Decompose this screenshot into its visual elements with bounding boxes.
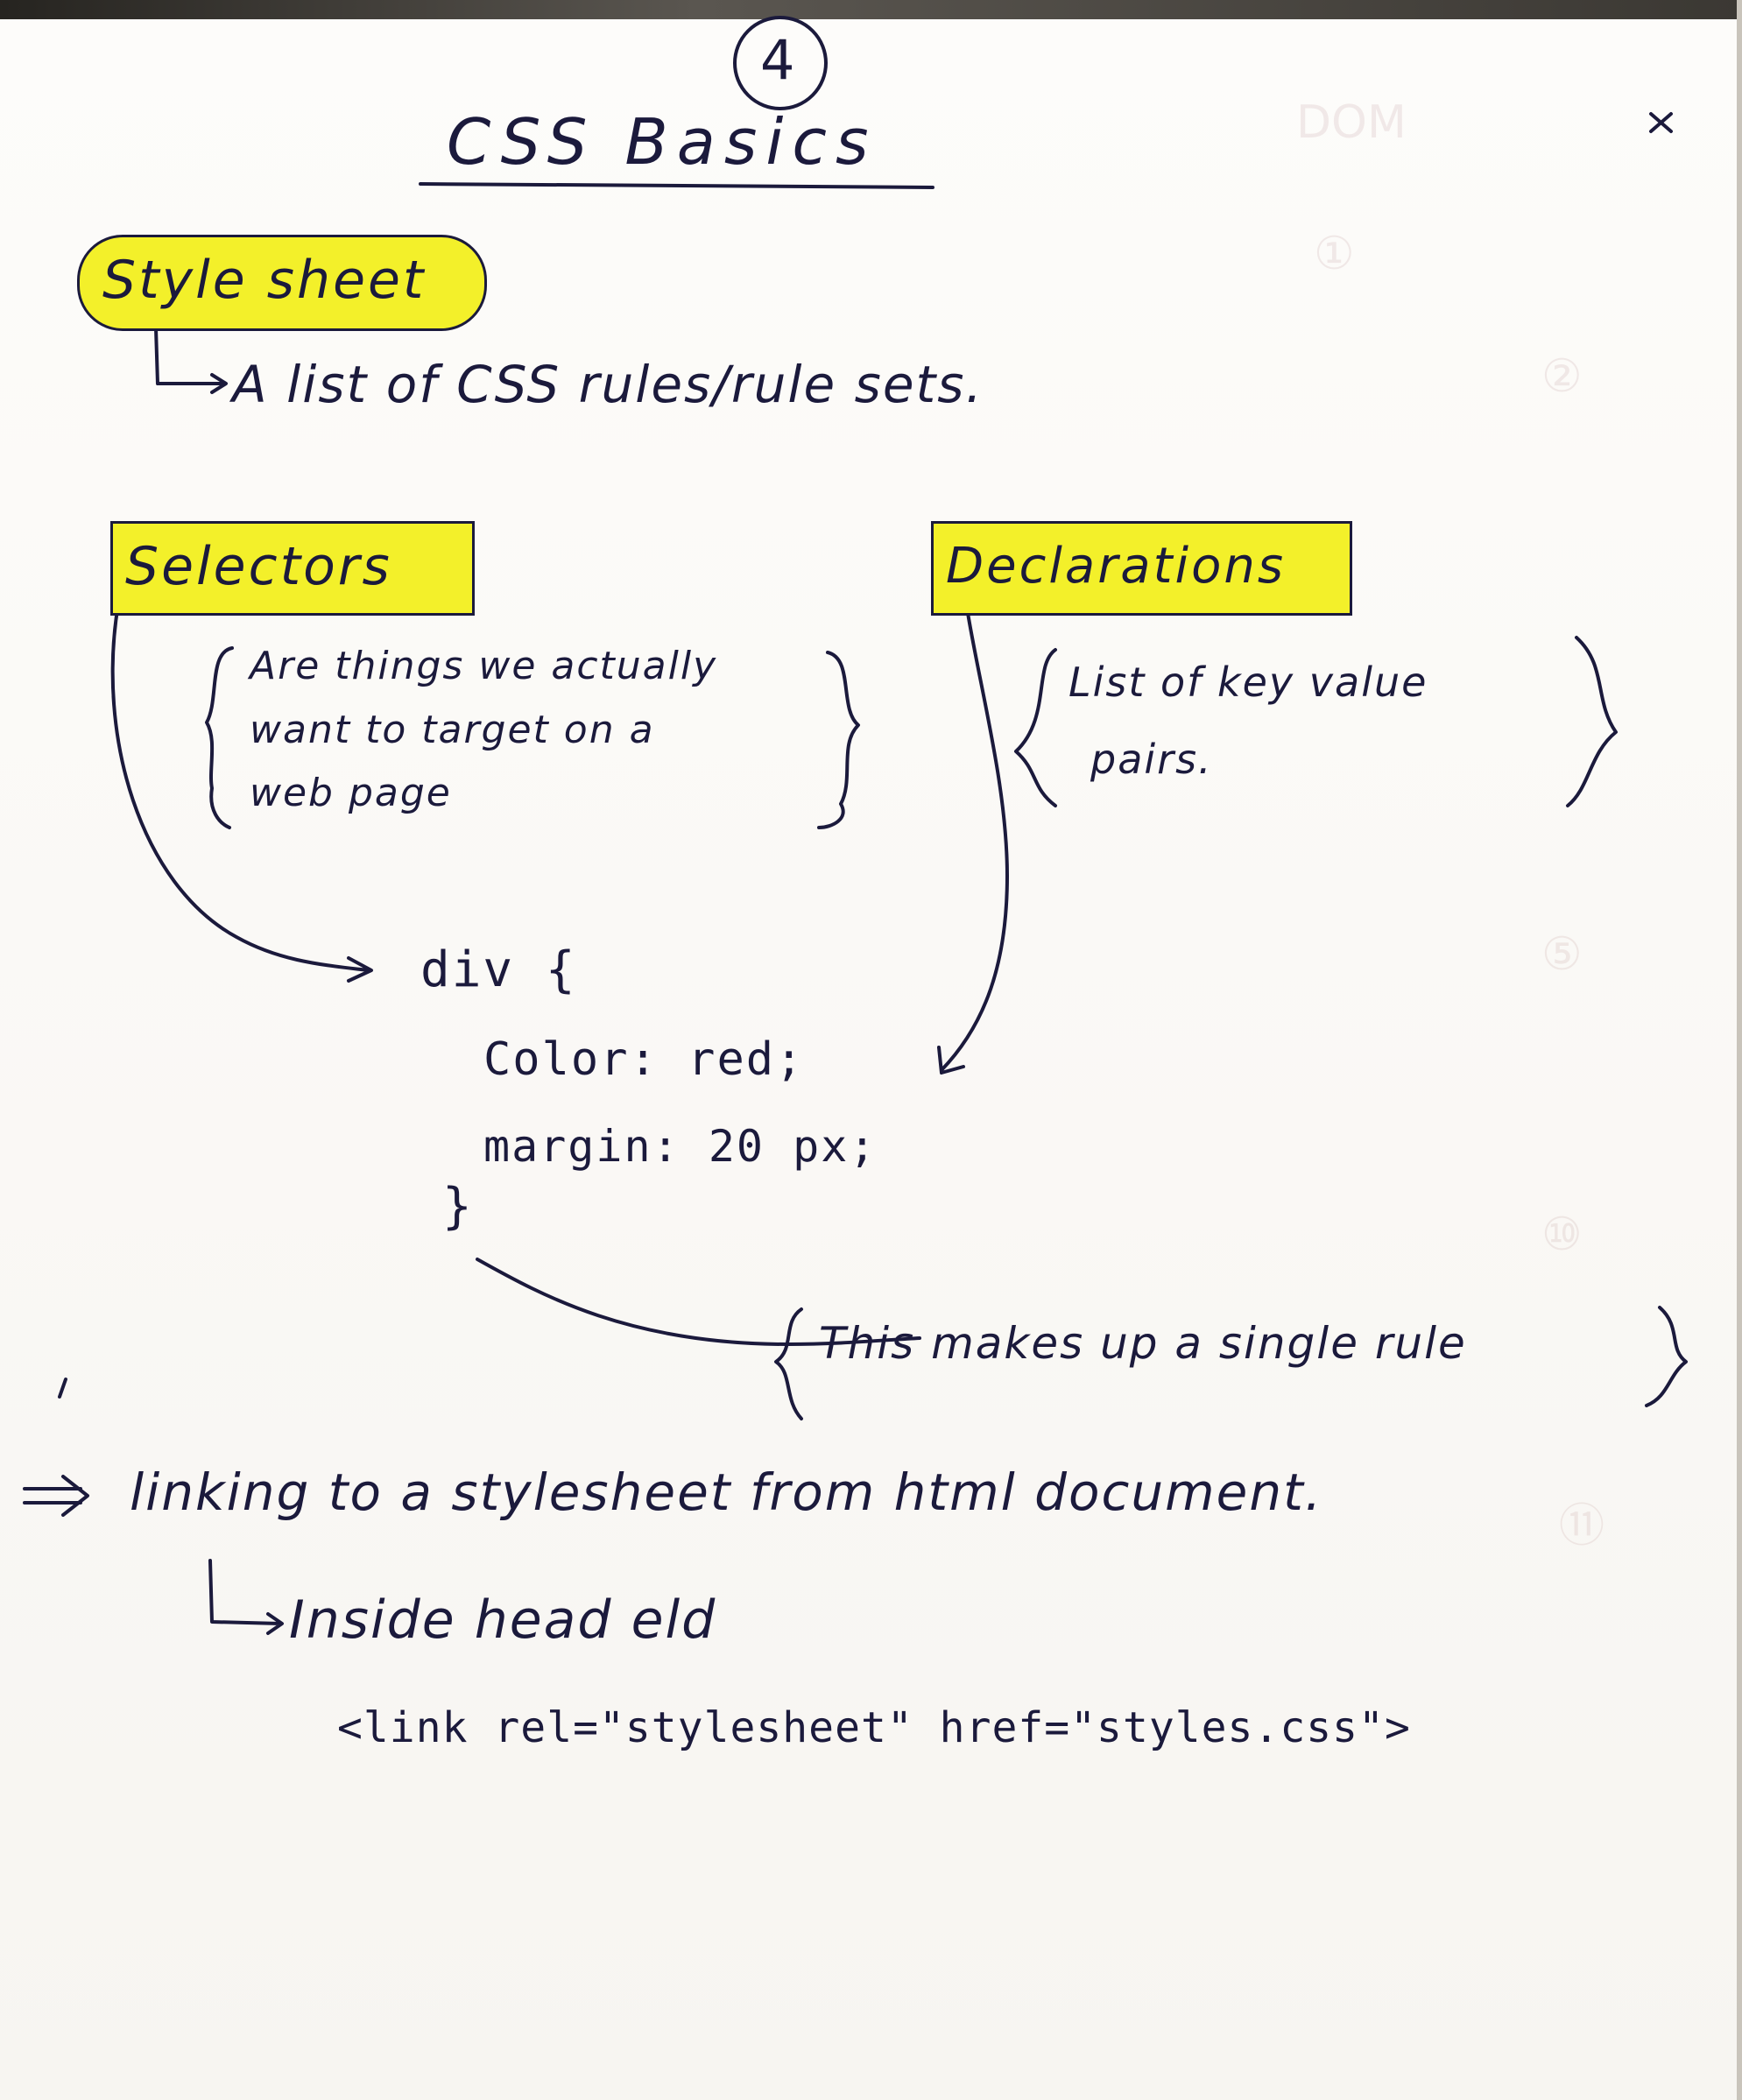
selectors-to-rule-arrow: [110, 603, 373, 983]
stylesheet-term: Style sheet: [102, 250, 427, 311]
implies-arrow: [23, 1475, 89, 1517]
note-right-brace: [1645, 1306, 1688, 1407]
note-left-brace: [774, 1307, 803, 1420]
rule-declaration-line: margin: 20 px;: [483, 1121, 878, 1172]
bleed-through-text: ⑪: [1559, 1500, 1605, 1553]
declarations-term: Declarations: [946, 538, 1287, 595]
selectors-description-line: want to target on a: [250, 708, 655, 752]
page-number-circle: [733, 16, 828, 110]
rule-selector-line: div {: [420, 941, 577, 998]
stylesheet-definition-arrow: [154, 327, 228, 394]
linking-placement: Inside head eld: [289, 1589, 717, 1651]
bleed-through-text: ⑩: [1541, 1209, 1583, 1261]
selectors-description-line: web page: [250, 771, 452, 815]
linking-code: <link rel="stylesheet" href="styles.css"…: [337, 1703, 1411, 1752]
title-underline: [419, 182, 934, 189]
stylesheet-highlight: Style sheet: [77, 235, 487, 331]
selectors-description-line: Are things we actually: [250, 644, 718, 688]
declarations-left-brace: [1014, 648, 1057, 807]
rule-closing-brace: }: [442, 1178, 474, 1235]
selectors-highlight: Selectors: [110, 521, 475, 616]
bleed-through-text: ②: [1541, 350, 1583, 403]
stylesheet-definition: A list of CSS rules/rule sets.: [232, 355, 984, 414]
linking-heading: linking to a stylesheet from html docume…: [130, 1462, 1323, 1522]
declarations-right-brace: [1566, 636, 1618, 807]
bleed-through-text: ①: [1314, 228, 1355, 280]
selectors-left-brace: [205, 646, 234, 829]
rule-to-note-arrow: [476, 1258, 921, 1346]
selectors-term: Selectors: [125, 536, 392, 597]
placement-arrow: [208, 1559, 284, 1635]
stray-mark: [58, 1378, 67, 1399]
stray-mark: [1649, 112, 1673, 133]
declarations-description-line: pairs.: [1090, 736, 1213, 783]
rule-declaration-line: Color: red;: [483, 1033, 805, 1086]
page-title: CSS Basics: [447, 105, 878, 179]
declarations-description-line: List of key value: [1068, 659, 1428, 706]
bleed-through-text: ⑤: [1541, 928, 1583, 981]
bleed-through-text: DOM: [1296, 96, 1407, 149]
selectors-right-brace: [817, 651, 860, 829]
declarations-to-rule-arrow: [937, 611, 1009, 1075]
declarations-highlight: Declarations: [931, 521, 1352, 616]
rule-note: This makes up a single rule: [819, 1318, 1467, 1369]
page-number: 4: [760, 28, 797, 92]
